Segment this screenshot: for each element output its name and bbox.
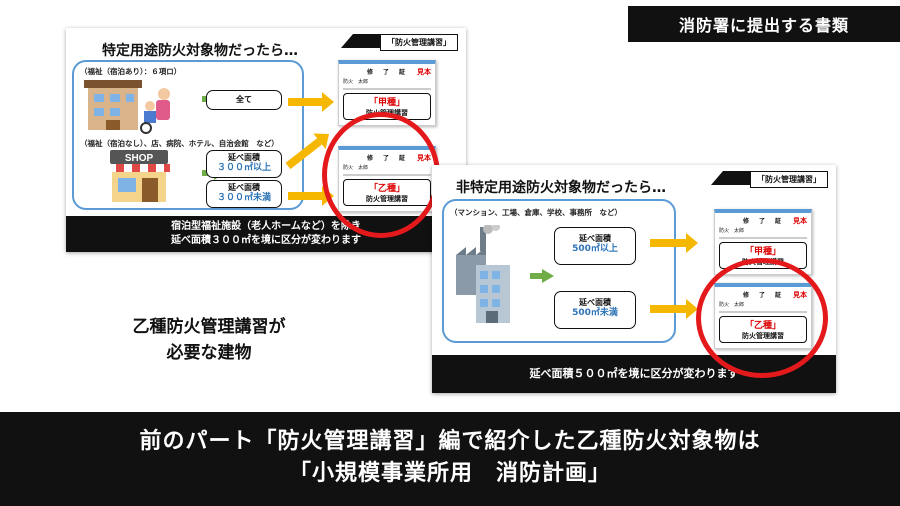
slide1-group1-label: （福祉（宿泊あり）：６項ロ） <box>80 67 182 76</box>
slide1-group2-label: （福祉（宿泊なし）、店、病院、ホテル、自治会館 など） <box>80 139 279 148</box>
box-under-300-line1: 延べ面積 <box>228 183 260 192</box>
yellow-arrow-5 <box>650 299 698 319</box>
cert-c-grade: 「甲種」 <box>744 247 781 257</box>
yellow-arrow-1 <box>288 92 334 112</box>
factory-building-icon <box>456 225 510 323</box>
box-over-300-line1: 延べ面積 <box>228 153 260 162</box>
nursing-home-icon <box>84 80 170 134</box>
header-badge: 消防署に提出する書類 <box>628 6 900 42</box>
cert-a-grade: 「甲種」 <box>368 98 405 108</box>
box-all: 全て <box>206 90 282 110</box>
box-over-500-line1: 延べ面積 <box>579 234 611 243</box>
green-arrow-3 <box>530 269 554 283</box>
slide2-tag: 「防火管理講習」 <box>750 171 828 188</box>
shop-icon: SHOP <box>108 150 170 202</box>
cert-c-sample: 見本 <box>793 217 807 225</box>
header-badge-text: 消防署に提出する書類 <box>678 16 849 35</box>
box-over-300: 延べ面積 ３００㎡以上 <box>206 150 282 178</box>
caption-line1: 乙種防火管理講習が <box>132 317 286 337</box>
slide2-group-label: （マンション、工場、倉庫、学校、事務所 など） <box>450 208 623 217</box>
subtitle-line1: 前のパート「防火管理講習」編で紹介した乙種防火対象物は <box>139 429 761 454</box>
slide1-tag: 「防火管理講習」 <box>380 34 458 51</box>
subtitle-bar: 前のパート「防火管理講習」編で紹介した乙種防火対象物は 「小規模事業所用 消防計… <box>0 412 900 506</box>
slide1-footer-line1: 宿泊型福祉施設（老人ホームなど）を除き <box>171 221 361 232</box>
box-over-300-line2: ３００㎡以上 <box>216 162 271 173</box>
box-under-500: 延べ面積 500㎡未満 <box>554 291 636 329</box>
box-over-500: 延べ面積 500㎡以上 <box>554 227 636 265</box>
cert-c-name: 防火 太郎 <box>719 228 745 234</box>
slide2-title: 非特定用途防火対象物だったら… <box>456 180 666 196</box>
box-under-300-line2: ３００㎡未満 <box>216 192 271 203</box>
box-under-500-line2: 500㎡未満 <box>572 307 618 318</box>
yellow-arrow-3 <box>288 186 334 206</box>
slide1-title: 特定用途防火対象物だったら… <box>102 43 298 59</box>
cert-a-sample: 見本 <box>417 68 431 76</box>
yellow-arrow-4 <box>650 233 698 253</box>
highlight-ring-2 <box>696 258 828 378</box>
cert-a-name: 防火 太郎 <box>343 79 369 85</box>
caption: 乙種防火管理講習が 必要な建物 <box>94 314 324 367</box>
shop-sign-text: SHOP <box>125 153 154 164</box>
box-over-500-line2: 500㎡以上 <box>572 243 618 254</box>
cert-c-title: 修 了 証 <box>742 218 783 225</box>
highlight-ring-1 <box>322 112 440 238</box>
cert-a-title: 修 了 証 <box>366 69 407 76</box>
subtitle-line2: 「小規模事業所用 消防計画」 <box>288 460 611 486</box>
box-under-300: 延べ面積 ３００㎡未満 <box>206 180 282 208</box>
slide1-footer-line2: 延べ面積３００㎡を境に区分が変わります <box>171 234 361 246</box>
box-under-500-line1: 延べ面積 <box>579 298 611 307</box>
caption-line2: 必要な建物 <box>166 343 252 364</box>
